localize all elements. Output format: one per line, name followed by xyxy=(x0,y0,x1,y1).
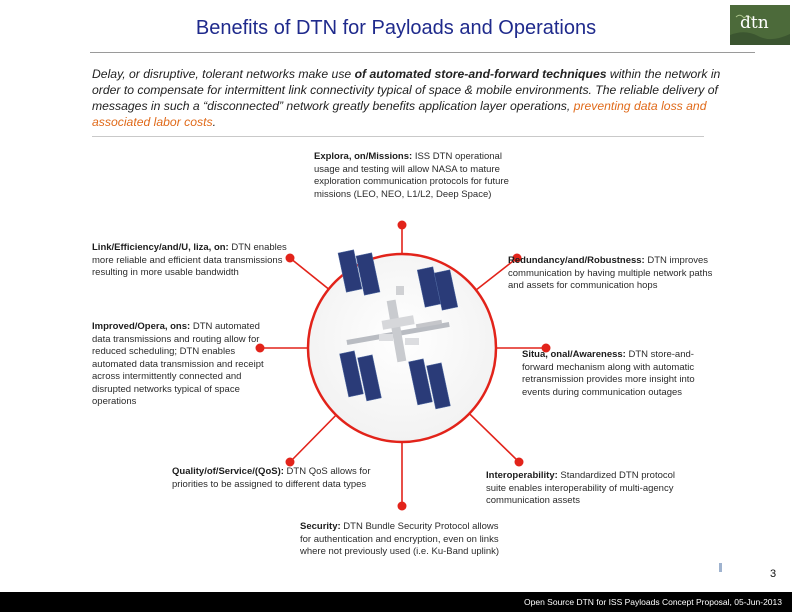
intro-paragraph: Delay, or disruptive, tolerant networks … xyxy=(92,66,722,130)
benefit-exploration: Explora, on/Missions: ISS DTN operationa… xyxy=(314,151,524,201)
benefit-improved-operations: Improved/Opera, ons: DTN automated data … xyxy=(92,321,274,409)
benefit-link-efficiency: Link/Efficiency/and/U, liza, on: DTN ena… xyxy=(92,242,287,280)
benefit-heading: Interoperability: xyxy=(486,470,558,481)
benefit-description: DTN QoS allows for priorities to be assi… xyxy=(172,466,371,490)
dtn-logo: dtn xyxy=(730,5,790,45)
slide-marker xyxy=(719,563,722,572)
benefit-heading: Improved/Opera, ons: xyxy=(92,321,191,332)
title-divider xyxy=(90,52,755,53)
benefit-heading: Situa, onal/Awareness: xyxy=(522,349,626,360)
benefit-description: ISS DTN operational usage and testing wi… xyxy=(314,151,509,200)
benefit-heading: Redundancy/and/Robustness: xyxy=(508,255,645,266)
benefit-description: DTN automated data transmissions and rou… xyxy=(92,321,264,407)
node-security xyxy=(397,501,407,511)
footer-bar: Open Source DTN for ISS Payloads Concept… xyxy=(0,592,792,612)
benefit-heading: Quality/of/Service/(QoS): xyxy=(172,466,284,477)
node-redundancy xyxy=(512,253,522,263)
logo-text: dtn xyxy=(740,13,769,33)
node-link-efficiency xyxy=(285,253,295,263)
benefit-description: DTN improves communication by having mul… xyxy=(508,255,713,291)
intro-text-1: Delay, or disruptive, tolerant networks … xyxy=(92,67,355,81)
benefit-description: DTN enables more reliable and efficient … xyxy=(92,242,287,278)
benefit-security: Security: DTN Bundle Security Protocol a… xyxy=(300,521,505,559)
page-number: 3 xyxy=(770,568,777,580)
node-situational-awareness xyxy=(541,343,551,353)
benefit-interoperability: Interoperability: Standardized DTN proto… xyxy=(486,470,691,508)
intro-bold-text: of automated store-and-forward technique… xyxy=(354,67,607,81)
benefit-qos: Quality/of/Service/(QoS): DTN QoS allows… xyxy=(172,466,372,491)
intro-highlight-text: preventing data loss and associated labo… xyxy=(92,99,707,129)
benefit-description: DTN Bundle Security Protocol allows for … xyxy=(300,521,500,557)
spoke-nodes xyxy=(255,220,551,511)
benefit-heading: Security: xyxy=(300,521,341,532)
benefit-redundancy: Redundancy/and/Robustness: DTN improves … xyxy=(508,255,715,293)
intro-text-end: . xyxy=(212,115,216,129)
node-interoperability xyxy=(514,457,524,467)
benefit-heading: Link/Efficiency/and/U, liza, on: xyxy=(92,242,229,253)
intro-text-2: within the network in order to compensat… xyxy=(92,67,721,113)
footer-text: Open Source DTN for ISS Payloads Concept… xyxy=(524,597,782,607)
intro-divider xyxy=(92,136,704,137)
page-title: Benefits of DTN for Payloads and Operati… xyxy=(195,17,597,39)
node-improved-operations xyxy=(255,343,265,353)
benefit-description: DTN store-and-forward mechanism along wi… xyxy=(522,349,695,398)
benefit-heading: Explora, on/Missions: xyxy=(314,151,413,162)
node-exploration xyxy=(397,220,407,230)
benefit-description: Standardized DTN protocol suite enables … xyxy=(486,470,676,506)
space-station-image xyxy=(337,249,459,410)
benefit-situational-awareness: Situa, onal/Awareness: DTN store-and-for… xyxy=(522,349,712,399)
node-qos xyxy=(285,457,295,467)
